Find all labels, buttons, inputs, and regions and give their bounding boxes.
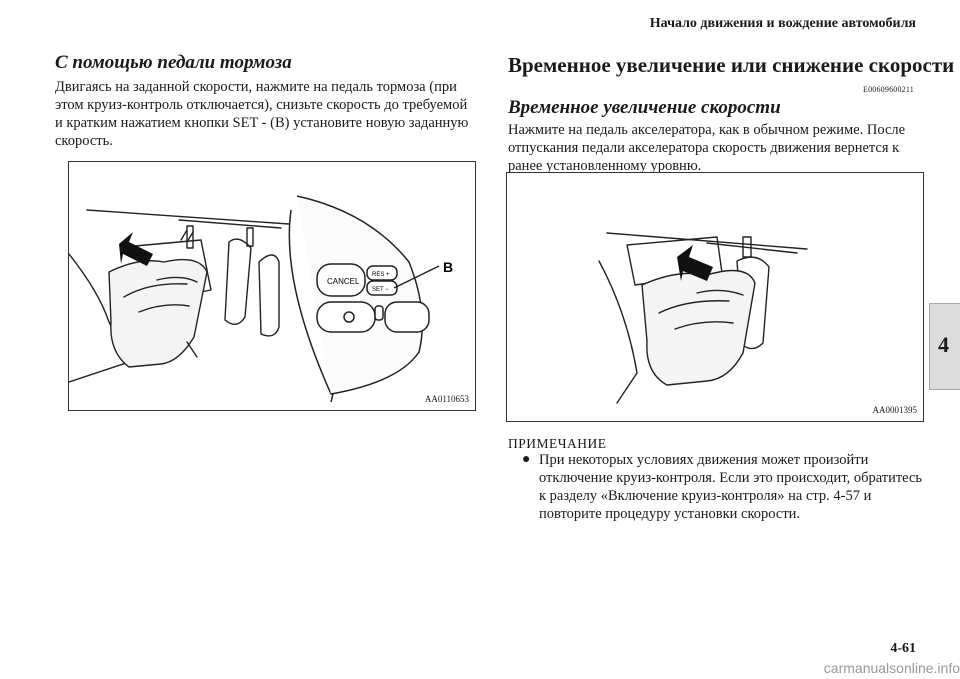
watermark: carmanualsonline.info (823, 660, 960, 676)
figure-code: AA0001395 (872, 405, 918, 415)
paragraph-accelerate: Нажмите на педаль акселератора, как в об… (508, 122, 906, 174)
figure-accelerator-pedal: AA0001395 (506, 172, 924, 422)
set-label: SET − (372, 287, 389, 293)
brake-illustration: CANCEL RES + SET − B (69, 195, 453, 403)
section-heading: Временное увеличение или снижение скорос… (508, 53, 955, 77)
note-item: ● При некоторых условиях движения может … (508, 451, 923, 523)
figure-brake-pedal: CANCEL RES + SET − B AA0110653 (68, 161, 476, 411)
page-number: 4-61 (890, 641, 916, 656)
running-header: Начало движения и вождение автомобиля (649, 16, 916, 31)
section-code: E00609600211 (863, 85, 914, 94)
note-heading: ПРИМЕЧАНИЕ (508, 436, 607, 451)
figure-code: AA0110653 (424, 394, 469, 404)
bullet-icon: ● (522, 452, 531, 467)
cancel-label: CANCEL (327, 277, 360, 286)
note-text: При некоторых условиях движения может пр… (539, 452, 923, 522)
section-title-brake: С помощью педали тормоза (55, 52, 292, 73)
subsection-title: Временное увеличение скорости (508, 97, 781, 118)
accelerator-illustration (598, 232, 808, 404)
paragraph-brake: Двигаясь на заданной скорости, нажмите н… (55, 79, 469, 149)
chapter-number: 4 (938, 332, 949, 357)
chapter-tab: 4 (929, 303, 960, 390)
res-label: RES + (372, 272, 390, 278)
label-b: B (443, 259, 453, 275)
